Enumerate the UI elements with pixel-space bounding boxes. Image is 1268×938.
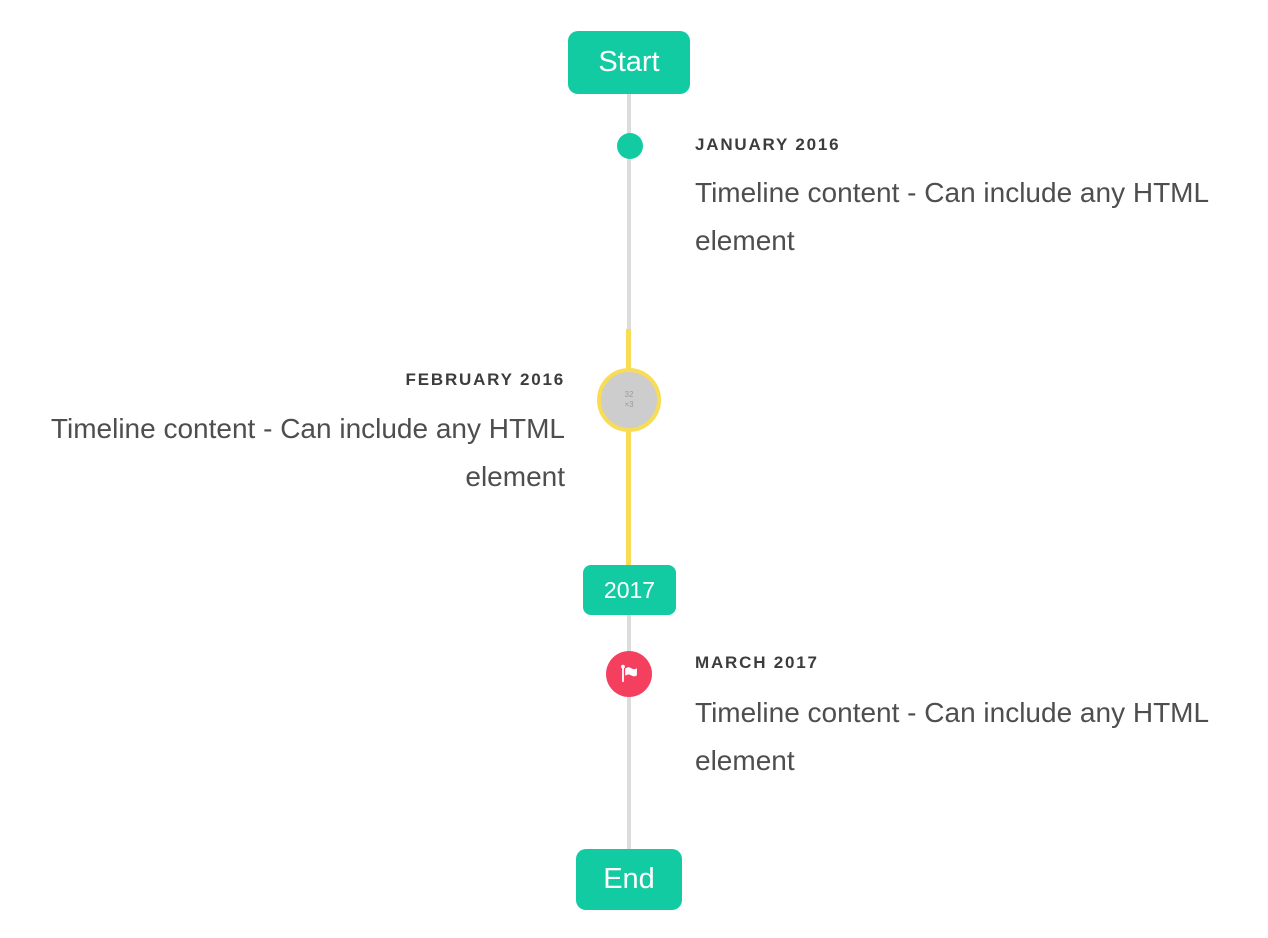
- timeline-line-highlighted-segment: [626, 329, 631, 566]
- end-badge: End: [576, 849, 682, 910]
- entry-content-february: Timeline content - Can include any HTML …: [50, 413, 565, 492]
- timeline-dot-marker: [617, 133, 643, 159]
- entry-date-march: MARCH 2017: [695, 653, 819, 672]
- entry-date-february: FEBRUARY 2016: [405, 370, 565, 389]
- entry-content-march: Timeline content - Can include any HTML …: [695, 697, 1209, 776]
- broken-image-size-text: 32 ×3: [624, 390, 634, 409]
- start-badge: Start: [568, 31, 690, 94]
- entry-content-january: Timeline content - Can include any HTML …: [695, 177, 1209, 256]
- image-placeholder-marker: 32 ×3: [597, 368, 661, 432]
- flag-marker: [606, 651, 652, 697]
- year-badge: 2017: [583, 565, 676, 615]
- entry-date-january: JANUARY 2016: [695, 135, 841, 154]
- timeline-line-top-segment: [627, 94, 631, 329]
- timeline-line-bottom-segment: [627, 613, 631, 849]
- flag-icon: [621, 664, 637, 683]
